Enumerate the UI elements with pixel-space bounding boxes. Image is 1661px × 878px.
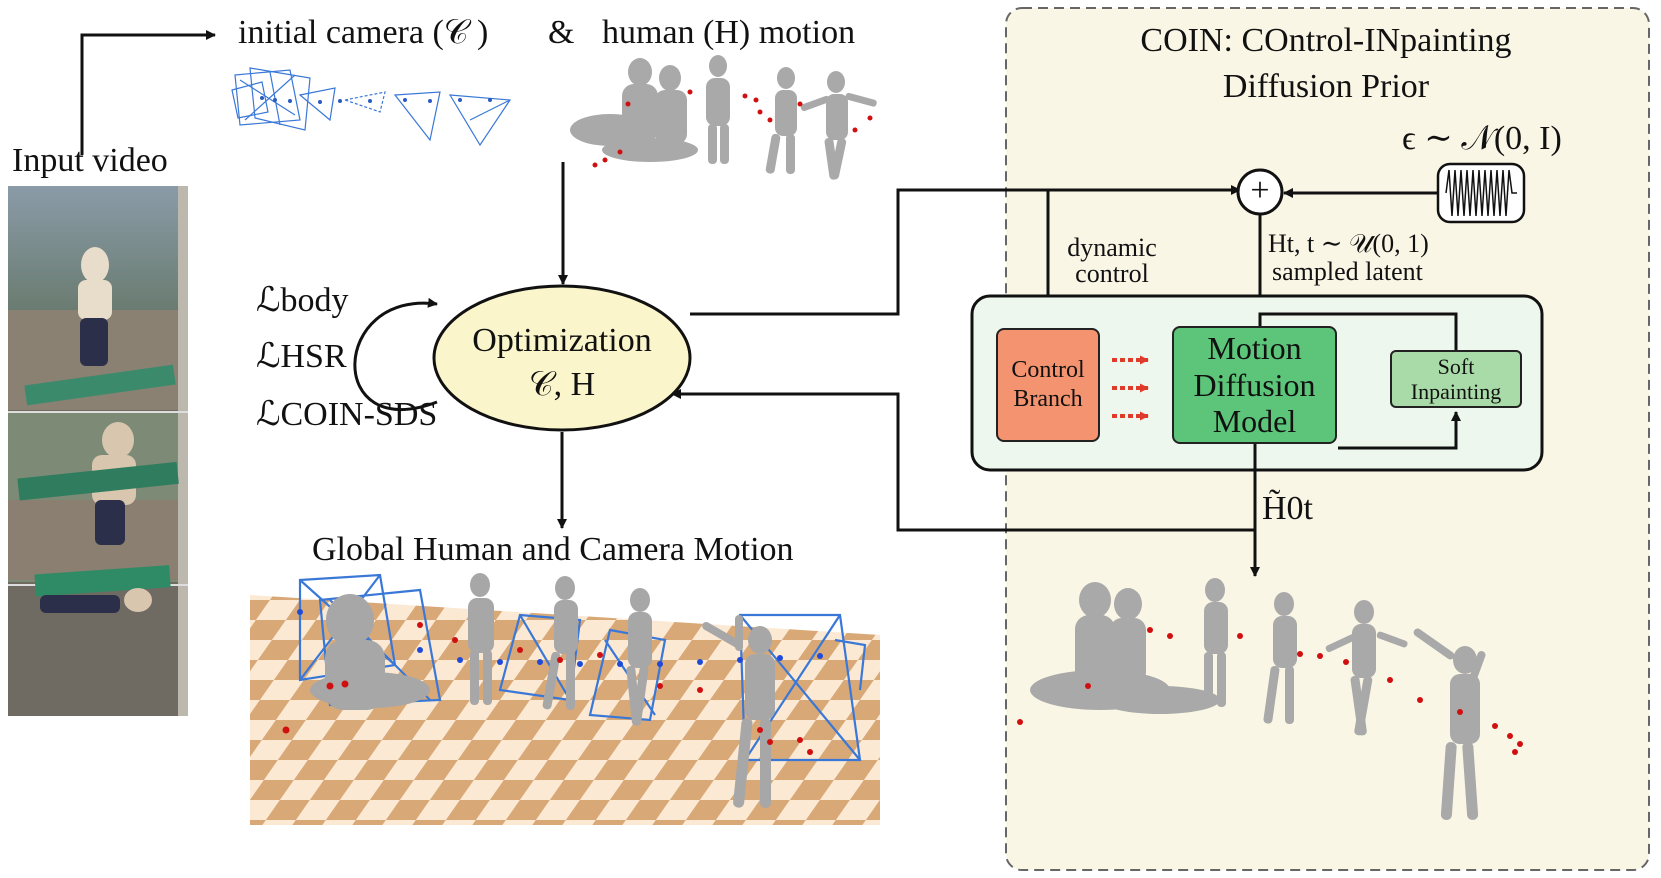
optimization-title: Optimization	[472, 322, 652, 359]
loss-coin-sds: ℒCOIN-SDS	[256, 396, 438, 433]
coin-title-line1: COIN: COntrol-INpainting	[1140, 22, 1512, 59]
initial-camera-points	[260, 96, 492, 104]
ampersand: &	[548, 14, 575, 51]
loss-body: ℒbody	[256, 282, 349, 319]
optimization-vars: 𝒞, H	[528, 366, 596, 403]
loss-hsr: ℒHSR	[256, 338, 347, 375]
mdm-box: Motion Diffusion Model	[1172, 326, 1337, 444]
soft-inpainting-box: Soft Inpainting	[1390, 350, 1522, 408]
output-var-label: H̃0t	[1262, 490, 1313, 527]
coin-title-line2: Diffusion Prior	[1222, 68, 1430, 105]
human-motion-label: human (H) motion	[602, 14, 856, 51]
opt-to-sum-arrow	[690, 185, 1241, 316]
soft-line1: Soft	[1437, 353, 1475, 379]
control-to-mdm-arrows	[1112, 355, 1149, 421]
initial-human-joints	[592, 89, 873, 168]
control-branch-box: Control Branch	[996, 328, 1100, 442]
optimization-ellipse	[432, 284, 692, 432]
soft-line2: Inpainting	[1410, 379, 1502, 404]
input-to-init-arrow	[80, 30, 216, 155]
mdm-line2: Diffusion	[1193, 366, 1316, 403]
dynamic-label-1: dynamic	[1067, 233, 1157, 262]
initial-camera-label: initial camera (𝒞 )	[238, 14, 489, 51]
control-branch-line2: Branch	[1013, 386, 1083, 412]
loss-loop-arrow	[353, 297, 438, 411]
initial-human-figures	[570, 55, 877, 180]
latent-label-2: sampled latent	[1272, 257, 1423, 286]
dynamic-label-2: control	[1075, 259, 1149, 288]
input-video-frames	[8, 186, 188, 716]
coin-output-joints	[1017, 627, 1523, 755]
latent-label-1: Ht, t ∼ 𝒰(0, 1)	[1268, 229, 1429, 258]
mdm-line1: Motion	[1207, 329, 1302, 366]
coin-output-figures	[1030, 578, 1486, 820]
plus-symbol: +	[1250, 172, 1270, 209]
output-scene	[250, 573, 880, 825]
noise-label: ϵ ∼ 𝒩(0, I)	[1402, 120, 1562, 157]
soft-loop-return	[1338, 411, 1461, 450]
mdm-line3: Model	[1212, 403, 1297, 440]
control-branch-line1: Control	[1011, 357, 1085, 384]
output-title: Global Human and Camera Motion	[312, 531, 794, 568]
input-video-label: Input video	[12, 142, 168, 179]
feedback-arrow	[671, 389, 1255, 532]
noise-wave-icon	[1445, 169, 1517, 217]
soft-loop-top	[1258, 312, 1458, 352]
initial-camera-wireframes	[231, 67, 512, 147]
